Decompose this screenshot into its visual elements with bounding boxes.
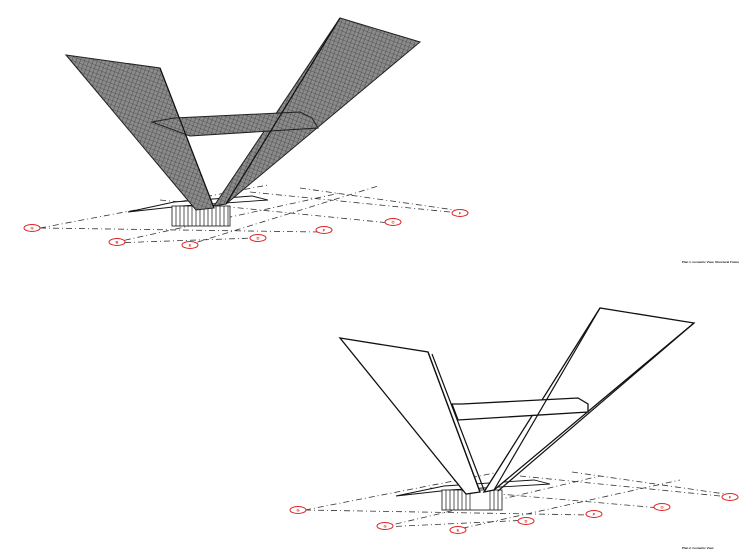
bottom-right-wing	[482, 307, 696, 493]
svg-text:B: B	[116, 240, 119, 245]
grid-bubble: D	[249, 234, 267, 242]
top-right-fold-edge	[225, 17, 341, 205]
svg-text:F: F	[729, 495, 732, 500]
bottom-deck	[451, 397, 589, 421]
top-base-frames	[175, 206, 229, 226]
grid-bubble: E	[181, 241, 199, 249]
top-right-wing	[212, 17, 422, 207]
grid-bubble: D	[517, 517, 535, 525]
grid-bubble: G	[289, 506, 307, 514]
grid-bubble: P	[315, 226, 333, 234]
bottom-right-fold-edge	[493, 307, 601, 491]
top-view-caption: Plan 1. Isometric View, Structural Frame	[682, 260, 739, 264]
svg-text:O: O	[391, 220, 394, 225]
top-grid-bubbles: G B E D P O F	[23, 209, 469, 249]
top-left-fold-edge	[159, 67, 215, 209]
grid-bubble: P	[585, 510, 603, 518]
grid-bubble: F	[721, 493, 739, 501]
grid-bubble: E	[449, 526, 467, 534]
bottom-view-caption: Plan 2. Isometric View	[682, 546, 714, 550]
grid-bubble: O	[653, 503, 671, 511]
svg-text:E: E	[457, 528, 460, 533]
svg-text:O: O	[660, 505, 663, 510]
bottom-left-fold-edge	[427, 351, 481, 493]
bottom-right-thickness-edge	[497, 322, 695, 492]
grid-bubble: O	[384, 218, 402, 226]
svg-text:G: G	[30, 226, 33, 231]
grid-bubble: B	[108, 238, 126, 246]
svg-text:E: E	[189, 243, 192, 248]
bottom-grid-lines	[304, 467, 731, 532]
svg-text:F: F	[459, 211, 462, 216]
svg-text:P: P	[593, 512, 596, 517]
bottom-grid-bubbles: G G E D P O F	[289, 493, 739, 534]
svg-text:D: D	[257, 236, 260, 241]
grid-bubble: G	[376, 522, 394, 530]
svg-text:G: G	[383, 524, 386, 529]
top-isometric-view: G B E D P O F Plan 1. Isometric View, St…	[23, 17, 739, 264]
svg-text:D: D	[525, 519, 528, 524]
svg-text:P: P	[323, 228, 326, 233]
top-grid-lines	[39, 184, 461, 247]
bottom-left-thickness-edge	[431, 353, 485, 491]
bottom-isometric-view: G G E D P O F Plan 2. Isometric View	[289, 307, 739, 550]
top-deck	[150, 111, 319, 137]
bottom-base-frames	[445, 490, 499, 510]
grid-bubble: F	[451, 209, 469, 217]
svg-text:G: G	[296, 508, 299, 513]
grid-bubble: G	[23, 224, 41, 232]
